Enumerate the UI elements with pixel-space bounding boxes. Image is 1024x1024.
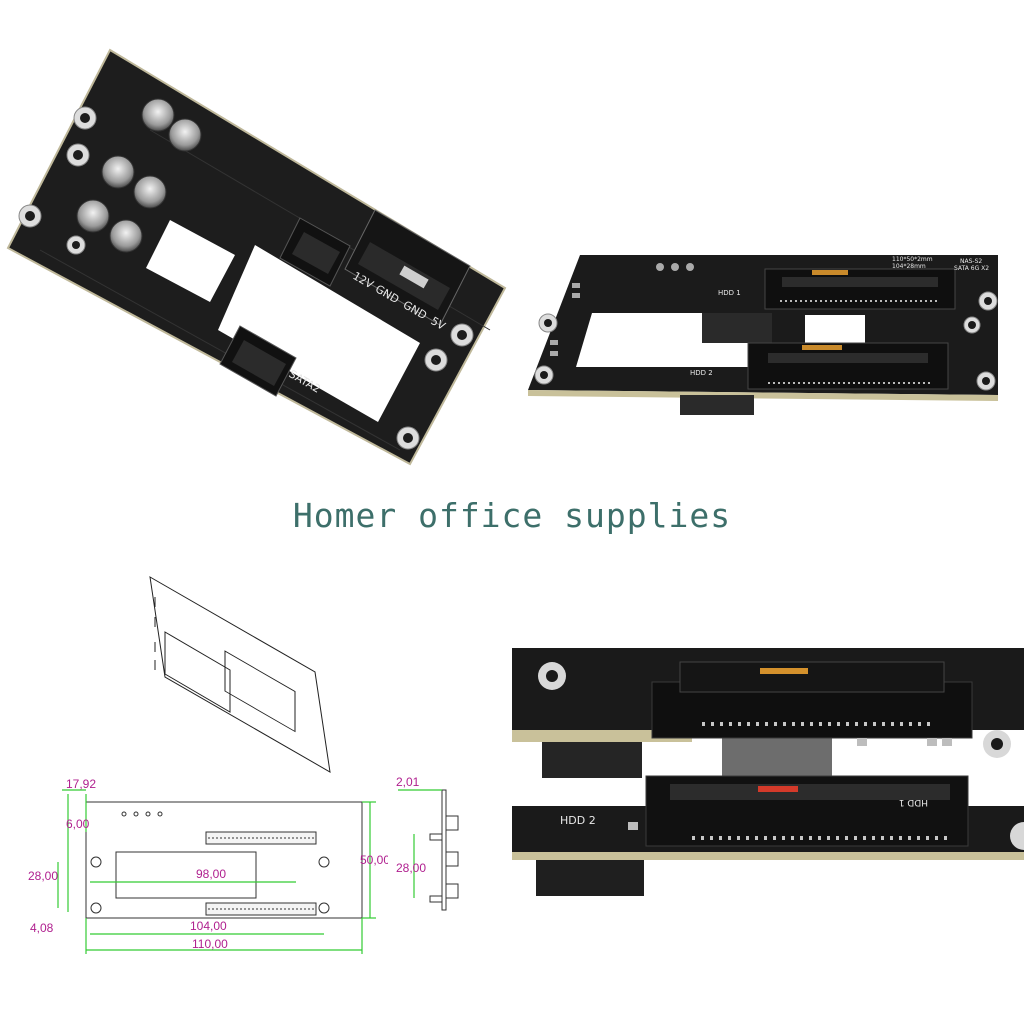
dim-28-00-left: 28,00 [28, 869, 58, 883]
dim-17-92: 17,92 [66, 777, 96, 791]
closeup-photo: HDD 2 HDD 1 [512, 646, 1024, 896]
silk-hdd2: HDD 2 [690, 369, 713, 377]
dim-4-08: 4,08 [30, 921, 54, 935]
dim-110-00: 110,00 [192, 937, 228, 951]
power-connector [344, 209, 471, 326]
dim-104-00: 104,00 [190, 919, 227, 933]
side-view-drawing: 2,01 28,00 [390, 772, 480, 922]
board-front-photo: HDD 1 HDD 2 110*50*2mm 104*28mm NAS-S2 S… [520, 245, 1010, 420]
dim-6-00: 6,00 [66, 817, 90, 831]
sata-connector-1 [279, 217, 351, 287]
pcb-back: 12V GND GND 5V SATA2 [6, 48, 507, 466]
silk-model-2: SATA 6G X2 [954, 265, 989, 272]
hdd2-connector [747, 342, 949, 390]
dim-50-00: 50,00 [360, 853, 388, 867]
dim-28-00-side: 28,00 [396, 861, 426, 875]
silk-5v: 5V [428, 314, 447, 333]
line-drawing-isometric [140, 572, 340, 777]
sata-connector-2 [219, 325, 297, 397]
watermark-text: Homer office supplies [292, 496, 732, 535]
dimension-drawing: 17,92 6,00 28,00 4,08 98,00 104,00 110,0… [28, 772, 388, 960]
pcb-closeup: HDD 2 HDD 1 [512, 648, 1024, 896]
hdd1-connector [764, 268, 956, 310]
capacitors [76, 98, 202, 253]
silk-size-2: 104*28mm [892, 263, 926, 270]
closeup-hdd2: HDD 2 [560, 814, 596, 827]
closeup-hdd1: HDD 1 [899, 797, 928, 807]
dim-98-00: 98,00 [196, 867, 226, 881]
silk-hdd1: HDD 1 [718, 289, 741, 297]
silk-model-1: NAS-S2 [960, 258, 982, 265]
board-back-photo: 12V GND GND 5V SATA2 [0, 40, 520, 480]
silk-size-1: 110*50*2mm [892, 256, 933, 263]
dim-2-01: 2,01 [396, 775, 420, 789]
pcb-front: HDD 1 HDD 2 110*50*2mm 104*28mm NAS-S2 S… [528, 255, 998, 415]
